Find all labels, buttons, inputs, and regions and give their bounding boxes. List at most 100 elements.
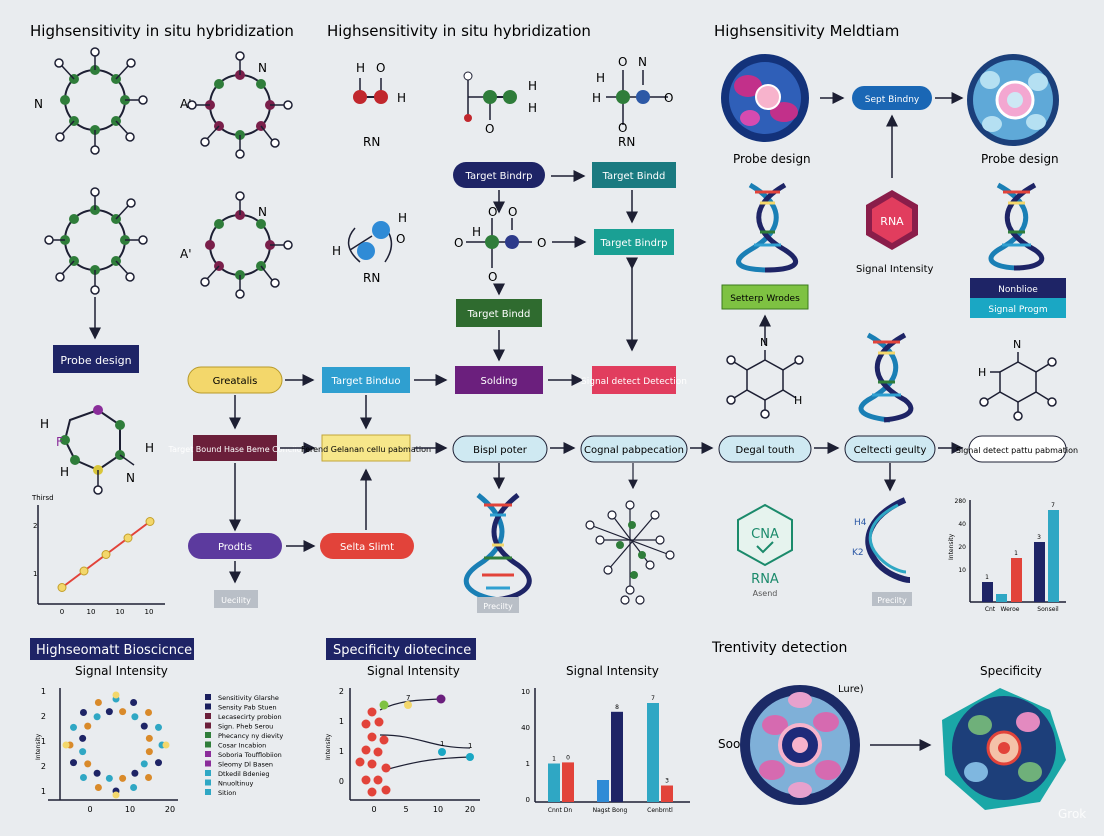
degal-box[interactable]: Degal touth (719, 436, 811, 462)
target-bindd-box-2[interactable]: Target Bindd (456, 299, 542, 327)
y-tick-label: 2 (41, 762, 46, 771)
molecule-ring-5: H F H H N (40, 405, 154, 494)
molecule-cross-1: O N H H O O RN (592, 55, 673, 149)
svg-text:H: H (60, 465, 69, 479)
signal-detect-box[interactable]: Signal detect Detection (581, 366, 687, 394)
legend-label: Sign. Pheb Serou (218, 723, 273, 731)
bar-label: 1 (1014, 550, 1018, 557)
point-label: 1 (468, 742, 472, 750)
svg-text:O: O (485, 122, 494, 136)
svg-text:Greatalis: Greatalis (213, 376, 258, 387)
label-lure: Lure) (838, 684, 864, 695)
nonblioe-box[interactable]: Nonblioe (970, 278, 1066, 298)
svg-text:Cognal pabpecation: Cognal pabpecation (584, 445, 684, 456)
cell-image-3 (740, 685, 860, 805)
ferend-box[interactable]: Ferend Gelanan cellu pabmation (301, 435, 431, 461)
scatter-point (119, 775, 126, 782)
bar (611, 712, 623, 802)
scatter-point (84, 760, 91, 767)
svg-text:Signal Progm: Signal Progm (988, 305, 1047, 315)
bar (548, 764, 560, 803)
scatter-point (131, 713, 138, 720)
precilty-tag-2[interactable]: Precilty (872, 592, 912, 606)
signal-intensity-label-1: Signal Intensity (856, 264, 934, 275)
svg-text:H: H (397, 91, 406, 105)
line-point (58, 584, 66, 592)
bottom-title-3: Trentivity detection (711, 640, 847, 656)
prodtis-box[interactable]: Prodtis (188, 533, 282, 559)
bar-label: 8 (615, 704, 619, 711)
celtecti-box[interactable]: Celtecti geulty (845, 436, 935, 462)
title-3: Highsensitivity Meldtiam (714, 22, 899, 40)
scatter-point (368, 760, 377, 769)
scatter-point (84, 723, 91, 730)
category-label: Weroe (1001, 606, 1020, 613)
bar-label: 0 (566, 754, 570, 761)
solding-box[interactable]: Solding (455, 366, 543, 394)
svg-text:O: O (488, 205, 497, 219)
probe-design-box[interactable]: Probe design (53, 345, 139, 373)
line-chart-ylabel: Thirsd (31, 494, 54, 502)
y-tick-label: 1 (41, 687, 46, 696)
target-bindd-box-1[interactable]: Target Bindd (592, 162, 676, 188)
cognal-box[interactable]: Cognal pabpecation (581, 436, 687, 462)
signal-patt-box[interactable]: Signal detect pattu pabmation (956, 436, 1078, 462)
molecule-ring-3 (45, 188, 147, 294)
svg-text:H: H (356, 61, 365, 75)
scatter-point (374, 748, 383, 757)
curved-strand: H4 K2 (852, 500, 910, 580)
bar (647, 703, 659, 802)
scatter-point (155, 724, 162, 731)
bar-label: 3 (665, 778, 669, 785)
scatter-point (362, 746, 371, 755)
setterp-box[interactable]: Setterp Wrodes (722, 285, 808, 309)
legend-swatch (205, 761, 211, 767)
scatter-point (374, 776, 383, 785)
x-tick-label: 10 (87, 608, 96, 616)
target-bindrp-box-2[interactable]: Target Bindrp (594, 229, 674, 255)
y-tick-label: 2 (41, 712, 46, 721)
benzene-molecule-1 (727, 350, 803, 418)
scatter-point (362, 776, 371, 785)
molecule-ring-1: N (34, 48, 147, 154)
svg-text:RNA: RNA (880, 215, 904, 228)
y-tick-label: 2 (339, 687, 344, 696)
dna-helix-2 (739, 185, 796, 270)
signal-progm-box[interactable]: Signal Progm (970, 298, 1066, 318)
chart2-title: Signal Intensity (75, 664, 168, 678)
svg-text:Signal detect Detection: Signal detect Detection (581, 377, 687, 387)
svg-text:Asend: Asend (753, 589, 778, 598)
scatter-point (79, 748, 86, 755)
y-tick-label: 10 (958, 567, 966, 574)
svg-text:H: H (794, 394, 802, 407)
selta-box[interactable]: Selta Slimt (320, 533, 414, 559)
cell-image-1 (721, 54, 809, 142)
rna-hexagon: RNA (866, 190, 918, 250)
scatter-point (95, 784, 102, 791)
precilty-tag-1[interactable]: Precilty (477, 597, 519, 613)
legend-swatch (205, 694, 211, 700)
ueclity-tag[interactable]: Uecility (214, 590, 258, 608)
network-graph (586, 463, 674, 604)
scatter-point (63, 742, 70, 749)
svg-text:F: F (56, 435, 63, 449)
sept-bindny-box[interactable]: Sept Bindny (852, 86, 932, 110)
svg-text:Prodtis: Prodtis (218, 542, 252, 553)
scatter-point (368, 788, 377, 797)
bar-label: 1 (985, 574, 989, 581)
scatter-point (155, 759, 162, 766)
svg-text:Bispl poter: Bispl poter (473, 445, 528, 456)
svg-text:Specificity diotecince: Specificity diotecince (333, 643, 471, 658)
line-point (80, 567, 88, 575)
scatter-point (146, 735, 153, 742)
scatter-point (94, 713, 101, 720)
bispl-box[interactable]: Bispl poter (453, 436, 547, 462)
target-binduo-box[interactable]: Target Binduo (322, 367, 410, 393)
cell-image-2 (967, 54, 1059, 146)
target-bindrp-box-1[interactable]: Target Bindrp (453, 162, 545, 188)
greatalis-box[interactable]: Greatalis (188, 367, 282, 393)
y-tick-label: 1 (526, 760, 530, 768)
scatter-point (466, 753, 474, 761)
molecule-dot-pair-1: H O H RN (353, 61, 406, 149)
